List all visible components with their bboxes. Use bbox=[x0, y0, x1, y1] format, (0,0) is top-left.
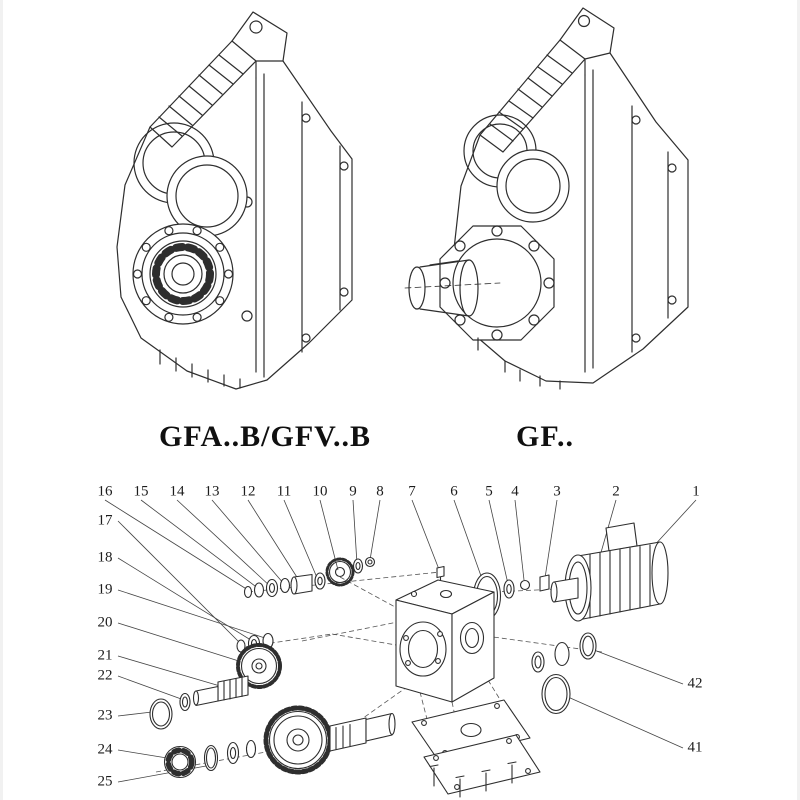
ring-part bbox=[243, 585, 253, 599]
part-number-label-2: 2 bbox=[612, 483, 620, 500]
mounting-feet bbox=[159, 349, 241, 389]
part-number-label-42: 42 bbox=[687, 675, 703, 692]
part-number-label-6: 6 bbox=[450, 483, 458, 500]
motor-assembly bbox=[550, 522, 669, 622]
part-number-label-22: 22 bbox=[97, 667, 113, 684]
part-number-label-23: 23 bbox=[97, 707, 113, 724]
part-number-label-18: 18 bbox=[97, 549, 113, 566]
ring-part bbox=[554, 641, 570, 667]
cooling-ribs bbox=[158, 54, 244, 137]
bolt-part bbox=[436, 565, 445, 589]
part-number-label-15: 15 bbox=[133, 483, 149, 500]
small-gear-part bbox=[325, 557, 355, 587]
cooling-ribs bbox=[489, 54, 573, 142]
housing-outline bbox=[116, 11, 353, 390]
output-shaft-part bbox=[329, 712, 396, 752]
model-label-gf: GF.. bbox=[516, 420, 574, 453]
housing-outline bbox=[453, 7, 689, 384]
part-number-label-16: 16 bbox=[97, 483, 113, 500]
part-number-label-17: 17 bbox=[97, 512, 113, 529]
motor-end-cap bbox=[651, 541, 669, 605]
part-number-label-3: 3 bbox=[553, 483, 561, 500]
cover-plates bbox=[411, 699, 541, 795]
lifting-eye-hole bbox=[577, 14, 591, 28]
exploded-parts bbox=[149, 522, 669, 798]
part-number-label-4: 4 bbox=[511, 483, 519, 500]
motor-shaft bbox=[553, 577, 579, 603]
part-number-label-20: 20 bbox=[97, 614, 113, 631]
cover-bolts bbox=[429, 761, 517, 798]
part-number-label-12: 12 bbox=[240, 483, 256, 500]
part-number-label-9: 9 bbox=[349, 483, 357, 500]
part-number-label-11: 11 bbox=[276, 483, 292, 500]
lifting-eye-hole bbox=[249, 20, 263, 34]
part-number-label-19: 19 bbox=[97, 581, 113, 598]
plug-part bbox=[519, 579, 531, 591]
pinion-shaft bbox=[192, 675, 249, 707]
ring-part bbox=[245, 739, 257, 759]
part-number-label-14: 14 bbox=[169, 483, 185, 500]
part-number-label-13: 13 bbox=[204, 483, 220, 500]
ring-part bbox=[253, 582, 265, 598]
part-number-label-5: 5 bbox=[485, 483, 493, 500]
part-number-label-21: 21 bbox=[97, 647, 113, 664]
housing-block bbox=[395, 579, 495, 703]
gearbox-drawing-gfab bbox=[116, 11, 353, 390]
model-label-gfab: GFA..B/GFV..B bbox=[159, 420, 371, 453]
assembly-axes bbox=[155, 571, 603, 773]
key-part bbox=[539, 574, 550, 592]
part-number-label-7: 7 bbox=[408, 483, 416, 500]
lower-bore bbox=[496, 149, 570, 223]
output-bearing bbox=[132, 223, 234, 325]
part-number-label-25: 25 bbox=[97, 773, 113, 790]
ball-bearing bbox=[163, 745, 197, 779]
part-number-label-41: 41 bbox=[687, 739, 703, 756]
washer-part bbox=[279, 577, 291, 594]
output-gear bbox=[263, 705, 333, 775]
gearbox-drawing-gf bbox=[404, 7, 689, 390]
part-number-label-10: 10 bbox=[312, 483, 328, 500]
output-shaft bbox=[404, 259, 501, 317]
part-number-label-24: 24 bbox=[97, 741, 113, 758]
mounting-feet bbox=[477, 337, 561, 390]
exploded-view-diagram bbox=[104, 499, 697, 798]
part-number-label-8: 8 bbox=[376, 483, 384, 500]
part-number-label-1: 1 bbox=[692, 483, 700, 500]
